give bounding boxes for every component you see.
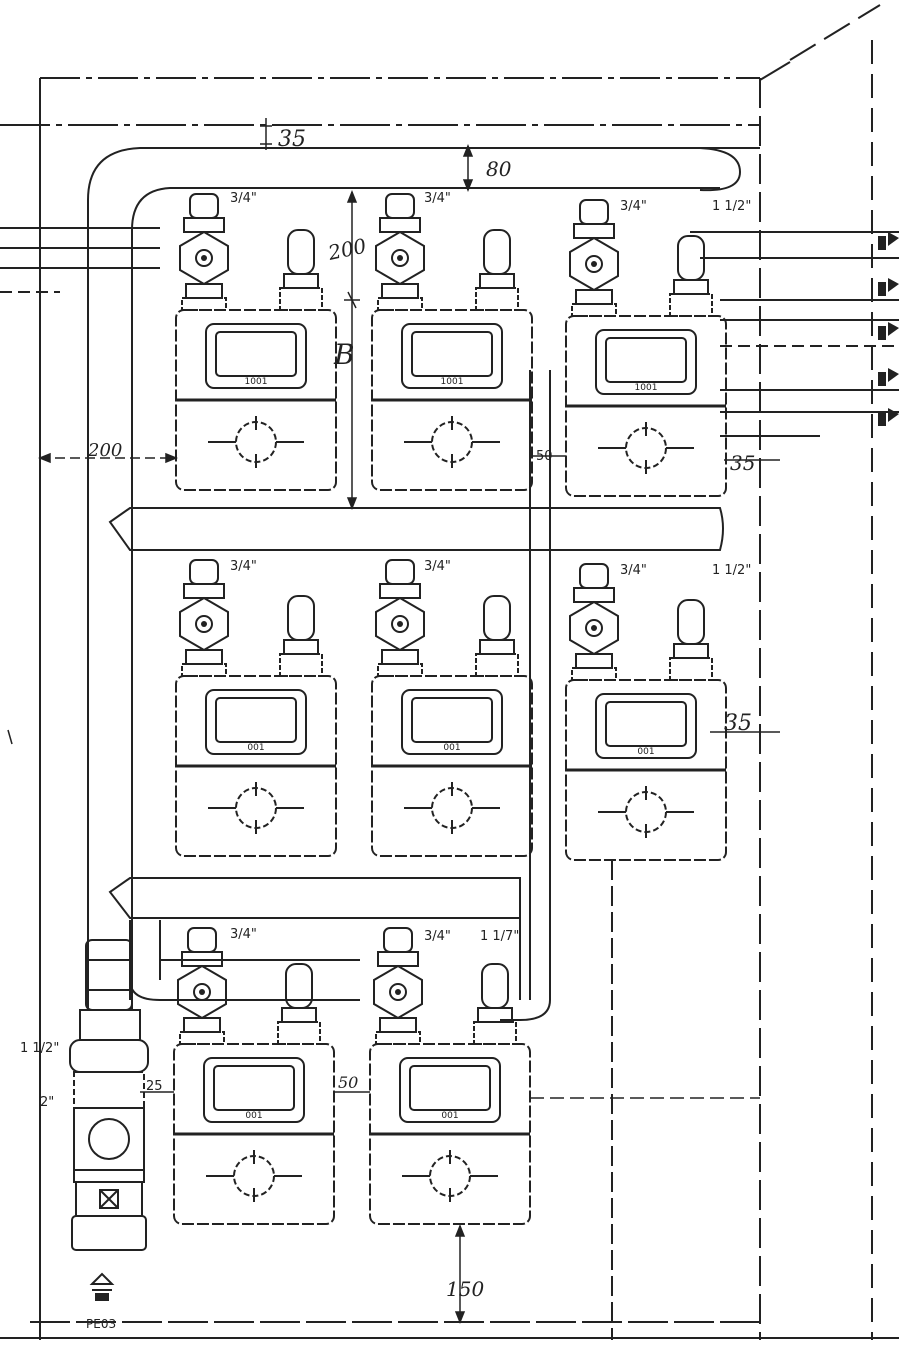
meter-3-1: 001 [172, 927, 336, 1226]
meter-plate: 1001 [245, 377, 268, 387]
meter-plate: 001 [245, 1111, 262, 1121]
meter-1-3: 1001 [564, 199, 728, 498]
meter-plate: 1001 [635, 383, 658, 393]
pipe-size-r1c2: 3/4" [424, 191, 451, 206]
pipe-size-r3c1: 3/4" [230, 927, 257, 942]
meter-plate: 001 [637, 747, 654, 757]
meter-2-1: 001 [174, 559, 338, 858]
main-piping [0, 147, 899, 1340]
pipe-size-labels: 3/4" 3/4" 3/4" 1 1/2" 3/4" 3/4" 3/4" 1 1… [20, 191, 751, 1110]
pipe-size-r1c1: 3/4" [230, 191, 257, 206]
riser-size-r1: 1 1/2" [712, 199, 751, 214]
dim-25: 25 [146, 1079, 163, 1094]
flow-arrow-icon [89, 1272, 115, 1301]
wall-outlet-symbols [878, 232, 899, 426]
footer-label: PE03 [86, 1317, 116, 1331]
meter-2-2: 001 [370, 559, 534, 858]
meter-plate: 1001 [441, 377, 464, 387]
meter-3-2: 001 [368, 927, 532, 1226]
dim-150: 150 [446, 1277, 484, 1301]
meter-2-3: 001 [564, 563, 728, 862]
meter-plate: 001 [247, 743, 264, 753]
dim-35-right-upper: 35 [730, 451, 755, 475]
riser-size-r3: 1 1/7" [480, 929, 519, 944]
meter-plate: 001 [443, 743, 460, 753]
niche-outline [0, 4, 899, 1340]
pipe-size-r3c2: 3/4" [424, 929, 451, 944]
meter-1-1: 1001 [174, 193, 338, 492]
pipe-size-r2c3: 3/4" [620, 563, 647, 578]
dim-50-upper: 50 [536, 449, 553, 464]
dimension-lines [7, 118, 780, 1325]
dim-35-right-middle: 35 [724, 711, 752, 736]
meter-plate: 001 [441, 1111, 458, 1121]
dim-200-vertical: 200 [325, 233, 369, 265]
pipe-size-r2c2: 3/4" [424, 559, 451, 574]
main-inlet-size-2: 2" [40, 1095, 54, 1110]
main-inlet-assembly [69, 939, 149, 1251]
dim-80: 80 [486, 157, 512, 181]
dim-200-horizontal: 200 [87, 440, 122, 461]
label-b: B [333, 338, 355, 371]
riser-size-r2: 1 1/2" [712, 563, 751, 578]
meter-1-2: 1001 [370, 193, 534, 492]
pipe-size-r1c3: 3/4" [620, 199, 647, 214]
dim-50-lower: 50 [338, 1073, 358, 1092]
main-inlet-size: 1 1/2" [20, 1041, 59, 1056]
pipe-size-r2c1: 3/4" [230, 559, 257, 574]
dim-35-top: 35 [278, 127, 306, 152]
